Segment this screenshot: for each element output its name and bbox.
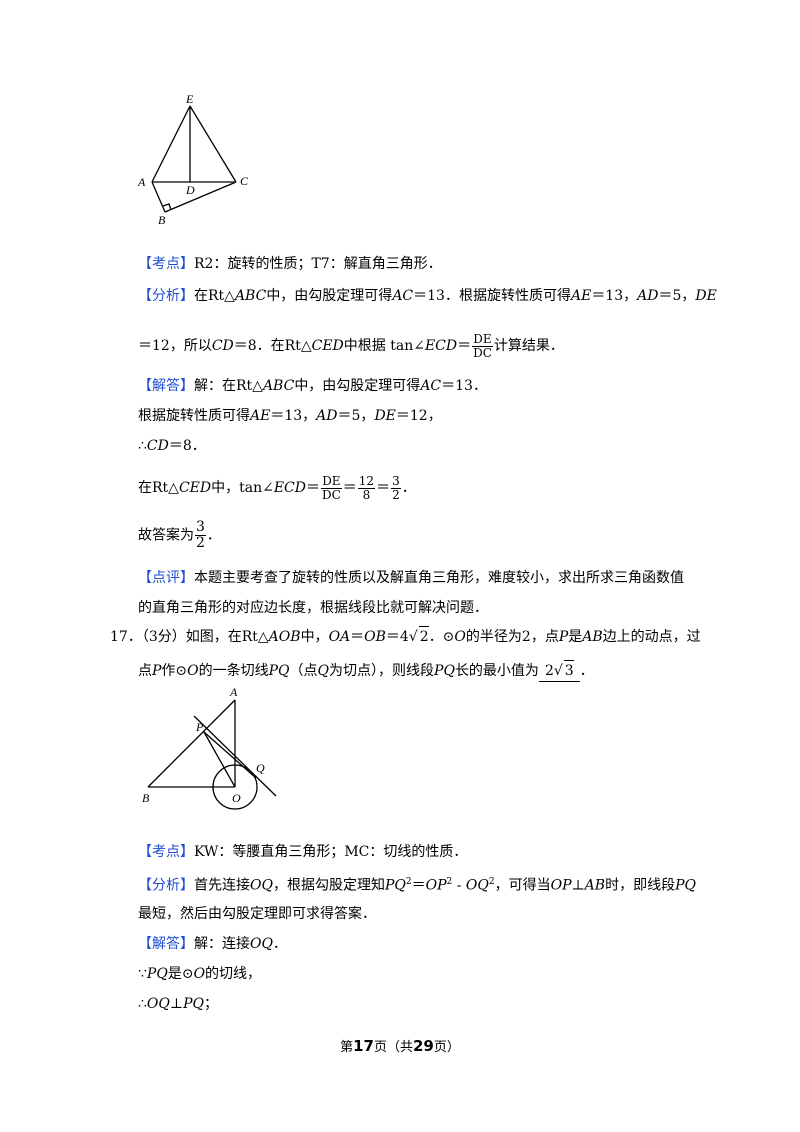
- q16-dianping-line1: 【点评】本题主要考查了旋转的性质以及解直角三角形，难度较小，求出所求三角函数值: [138, 570, 684, 586]
- q17-jieda-line3: ∴OQ⊥PQ；: [138, 996, 218, 1012]
- label-a: A: [137, 175, 146, 189]
- label-d: D: [185, 183, 195, 197]
- answer-blank: 2√3: [538, 660, 580, 682]
- label-c: C: [240, 174, 249, 188]
- figure-triangle-aec: E A D C B: [137, 92, 249, 227]
- q16-jieda-line3: ∴CD＝8．: [138, 438, 206, 454]
- label-e: E: [185, 92, 194, 106]
- fenxi-tag: 【分析】: [138, 288, 194, 304]
- label-o: O: [232, 791, 241, 805]
- q16-kaodian: 【考点】R2：旋转的性质；T7：解直角三角形．: [138, 256, 442, 272]
- page-footer: 第17页（共29页）: [340, 1037, 460, 1055]
- figure-triangle-aob: A P Q B O: [142, 685, 277, 810]
- q17-fenxi-line2: 最短，然后由勾股定理即可求得答案．: [138, 906, 376, 922]
- q17-kaodian: 【考点】KW：等腰直角三角形；MC：切线的性质．: [138, 844, 468, 860]
- q17-jieda-line2: ∵PQ是⊙O的切线，: [138, 966, 262, 982]
- q16-dianping-line2: 的直角三角形的对应边长度，根据线段比就可解决问题．: [138, 600, 488, 616]
- q16-jieda-line1: 【解答】解：在Rt△ABC中，由勾股定理可得AC＝13．: [138, 378, 487, 394]
- label-b: B: [142, 791, 150, 805]
- total-pages: 29: [413, 1037, 434, 1055]
- label-b: B: [158, 213, 166, 227]
- question-number: 17．: [110, 629, 142, 645]
- label-a: A: [229, 685, 238, 699]
- sqrt-sign: √: [408, 629, 418, 645]
- dianping-tag: 【点评】: [138, 570, 194, 586]
- kaodian-tag: 【考点】: [138, 256, 194, 272]
- q16-jieda-line2: 根据旋转性质可得AE＝13，AD＝5，DE＝12，: [138, 408, 442, 424]
- q17-jieda-line1: 【解答】解：连接OQ．: [138, 936, 287, 952]
- current-page: 17: [353, 1037, 374, 1055]
- q17-fenxi-line1: 【分析】首先连接OQ，根据勾股定理知PQ2＝OP2 - OQ2，可得当OP⊥AB…: [138, 877, 696, 894]
- label-q: Q: [256, 761, 265, 775]
- jieda-tag: 【解答】: [138, 378, 194, 394]
- label-p: P: [195, 720, 204, 734]
- q17-stem-line1: 17．（3分）如图，在Rt△AOB中，OA＝OB＝4√2．⊙O的半径为2，点P是…: [110, 626, 701, 647]
- q16-fenxi-line1: 【分析】在Rt△ABC中，由勾股定理可得AC＝13．根据旋转性质可得AE＝13，…: [138, 288, 717, 304]
